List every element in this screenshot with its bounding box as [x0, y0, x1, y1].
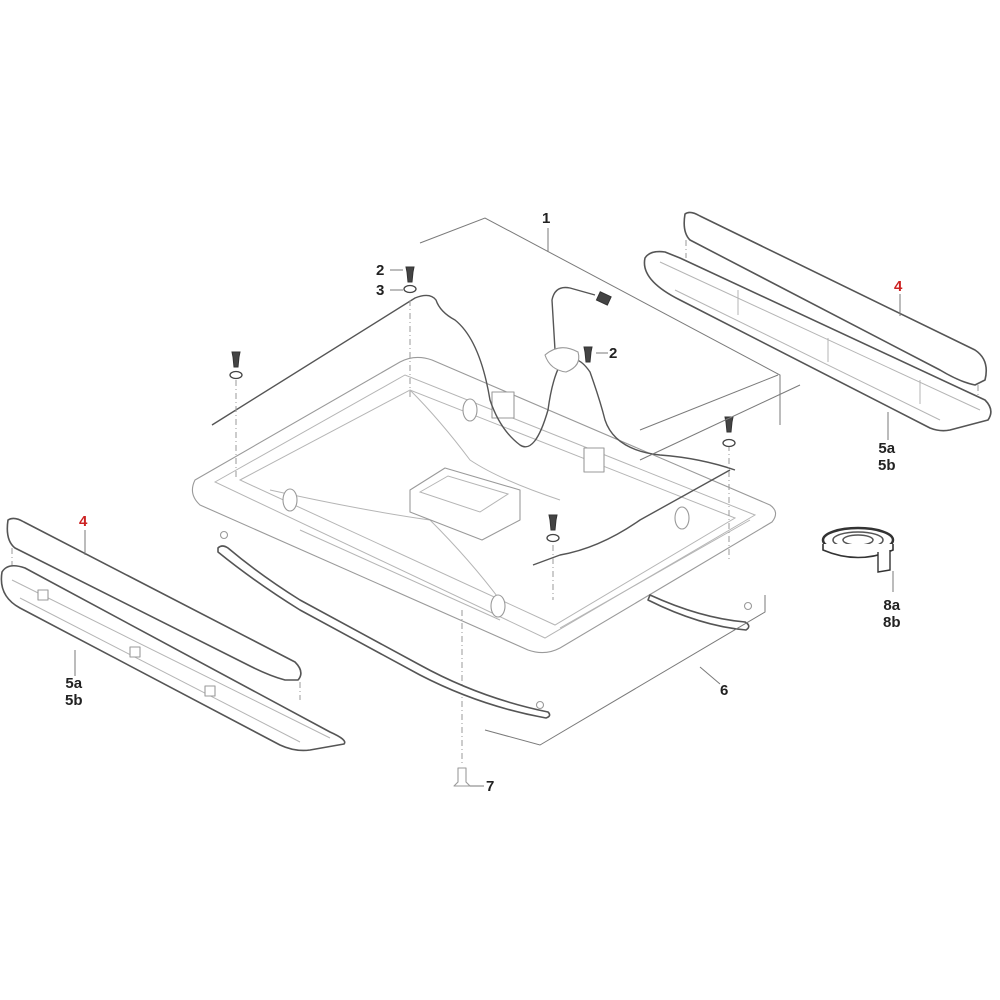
- callout-2-right: 2: [609, 345, 618, 362]
- callout-4-right: 4: [894, 278, 903, 295]
- callout-5-right: 5a 5b: [878, 440, 896, 474]
- callout-6: 6: [720, 682, 729, 699]
- assembly-bracket-1: [419, 217, 781, 425]
- screw-icon: [548, 514, 558, 531]
- callout-1: 1: [542, 210, 551, 227]
- trim-carrier-right: [643, 250, 992, 432]
- seal-tape-roll: [821, 526, 895, 592]
- screw-icon: [231, 351, 241, 368]
- guide-rail-right: [647, 594, 750, 631]
- bolt-icon: [453, 767, 471, 787]
- guide-rail-left: [217, 545, 551, 719]
- right-trim-assembly: [639, 211, 992, 461]
- callout-4-left: 4: [79, 513, 88, 530]
- fasteners: [229, 266, 736, 787]
- washer-icon: [403, 284, 417, 294]
- washer-icon: [722, 438, 736, 448]
- washer-icon: [546, 533, 560, 543]
- housing-frame: [191, 356, 777, 654]
- screw-icon: [405, 266, 415, 283]
- trim-strip-right: [683, 211, 988, 386]
- washer-icon: [229, 370, 243, 380]
- left-trim-assembly: [0, 517, 346, 752]
- callout-8: 8a 8b: [883, 597, 901, 631]
- screw-icon: [724, 416, 734, 433]
- callout-7: 7: [486, 778, 495, 795]
- callout-3: 3: [376, 282, 385, 299]
- trim-carrier-left: [0, 564, 346, 752]
- callout-5-left: 5a 5b: [65, 675, 83, 709]
- cable-harness: [211, 286, 736, 566]
- screw-icon: [583, 346, 593, 363]
- callout-2-top: 2: [376, 262, 385, 279]
- trim-strip-left: [6, 517, 302, 681]
- guide-rails: [217, 530, 766, 746]
